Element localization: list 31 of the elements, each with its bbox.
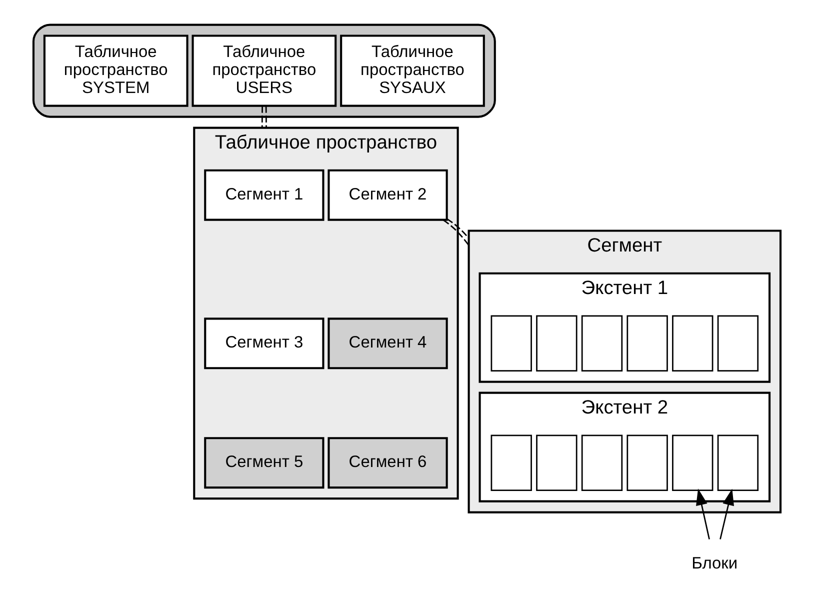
node-box — [672, 315, 713, 372]
node-box: Сегмент 2 — [327, 169, 448, 221]
connector — [264, 106, 266, 128]
node-box — [580, 434, 622, 491]
cluster: Экстент 1 — [478, 272, 770, 383]
node-box — [716, 434, 758, 491]
node-box: Сегмент 3 — [204, 318, 324, 370]
node-box — [580, 315, 622, 372]
node-box — [490, 434, 532, 491]
node-box — [536, 434, 577, 491]
cluster: Экстент 2 — [478, 392, 770, 502]
node-box — [626, 315, 668, 372]
connector — [442, 219, 469, 246]
node-box: Сегмент 4 — [327, 318, 448, 370]
node-box — [490, 315, 532, 372]
node-box — [536, 315, 577, 372]
node-box: Табличное пространство SYSTEM — [42, 34, 188, 107]
node-box — [672, 434, 713, 491]
arrow — [719, 488, 734, 540]
node-box: Сегмент 6 — [327, 437, 448, 489]
node-box: Табличное пространство SYSAUX — [340, 34, 484, 107]
cluster — [32, 24, 496, 118]
arrow — [696, 488, 710, 540]
connector — [260, 106, 262, 128]
node-box — [716, 315, 758, 372]
node-box: Сегмент 5 — [204, 437, 324, 489]
node-box: Сегмент 1 — [204, 169, 324, 221]
node-box: Табличное пространство USERS — [191, 34, 336, 107]
node-box — [626, 434, 668, 491]
node-text: Блоки — [691, 554, 738, 573]
connector — [446, 218, 469, 239]
